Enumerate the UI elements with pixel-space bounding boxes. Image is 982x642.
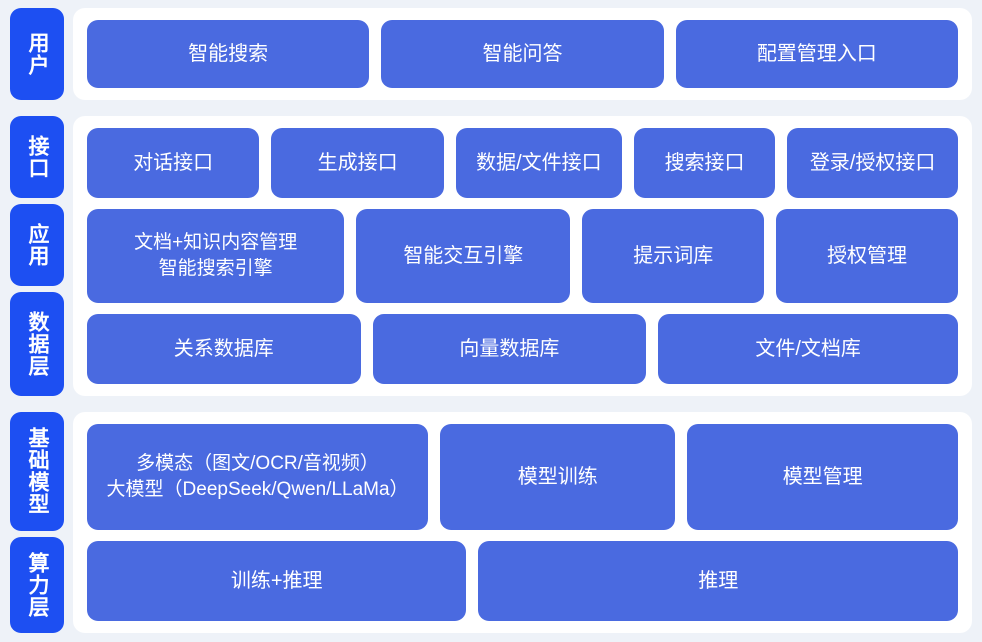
users-band-panel: 智能搜索智能问答配置管理入口	[73, 8, 972, 100]
capability-box[interactable]: 文件/文档库	[658, 314, 958, 385]
users-band: 用户智能搜索智能问答配置管理入口	[10, 8, 972, 100]
layer-tag[interactable]: 接口	[10, 116, 64, 198]
capability-box[interactable]: 训练+推理	[87, 540, 467, 621]
capability-box[interactable]: 授权管理	[776, 208, 958, 304]
capability-box[interactable]: 智能搜索	[87, 20, 370, 88]
data-layer-row: 关系数据库向量数据库文件/文档库	[87, 314, 958, 385]
platform-band: 接口应用数据层对话接口生成接口数据/文件接口搜索接口登录/授权接口文档+知识内容…	[10, 116, 972, 396]
application-row: 文档+知识内容管理 智能搜索引擎智能交互引擎提示词库授权管理	[87, 208, 958, 304]
model-row: 多模态（图文/OCR/音视频） 大模型（DeepSeek/Qwen/LLaMa）…	[87, 424, 958, 530]
capability-box[interactable]: 生成接口	[271, 128, 444, 198]
layer-tag[interactable]: 应用	[10, 204, 64, 286]
layer-tag[interactable]: 算力层	[10, 536, 64, 633]
interface-row: 对话接口生成接口数据/文件接口搜索接口登录/授权接口	[87, 128, 959, 198]
capability-box[interactable]: 数据/文件接口	[455, 128, 622, 198]
capability-box[interactable]: 向量数据库	[372, 314, 647, 385]
layer-tag[interactable]: 用户	[10, 8, 64, 100]
platform-band-tag-column: 接口应用数据层	[10, 116, 64, 396]
capability-box[interactable]: 配置管理入口	[675, 20, 958, 88]
capability-box[interactable]: 智能问答	[381, 20, 664, 88]
capability-box[interactable]: 模型训练	[440, 424, 676, 530]
capability-box[interactable]: 推理	[478, 540, 958, 621]
compute-row: 训练+推理推理	[87, 540, 958, 621]
infrastructure-band-tag-column: 基础模型算力层	[10, 412, 64, 633]
user-entry-row: 智能搜索智能问答配置管理入口	[87, 20, 958, 88]
capability-box[interactable]: 多模态（图文/OCR/音视频） 大模型（DeepSeek/Qwen/LLaMa）	[87, 424, 429, 530]
capability-box[interactable]: 关系数据库	[87, 314, 361, 385]
layer-tag[interactable]: 数据层	[10, 292, 64, 396]
capability-box[interactable]: 智能交互引擎	[356, 208, 571, 304]
layer-tag[interactable]: 基础模型	[10, 412, 64, 531]
capability-box[interactable]: 提示词库	[582, 208, 765, 304]
platform-band-panel: 对话接口生成接口数据/文件接口搜索接口登录/授权接口文档+知识内容管理 智能搜索…	[73, 116, 972, 396]
infrastructure-band: 基础模型算力层多模态（图文/OCR/音视频） 大模型（DeepSeek/Qwen…	[10, 412, 972, 633]
capability-box[interactable]: 文档+知识内容管理 智能搜索引擎	[87, 208, 345, 304]
capability-box[interactable]: 模型管理	[687, 424, 958, 530]
users-band-tag-column: 用户	[10, 8, 64, 100]
capability-box[interactable]: 对话接口	[87, 128, 260, 198]
capability-box[interactable]: 搜索接口	[633, 128, 776, 198]
infrastructure-band-panel: 多模态（图文/OCR/音视频） 大模型（DeepSeek/Qwen/LLaMa）…	[73, 412, 972, 633]
capability-box[interactable]: 登录/授权接口	[787, 128, 959, 198]
